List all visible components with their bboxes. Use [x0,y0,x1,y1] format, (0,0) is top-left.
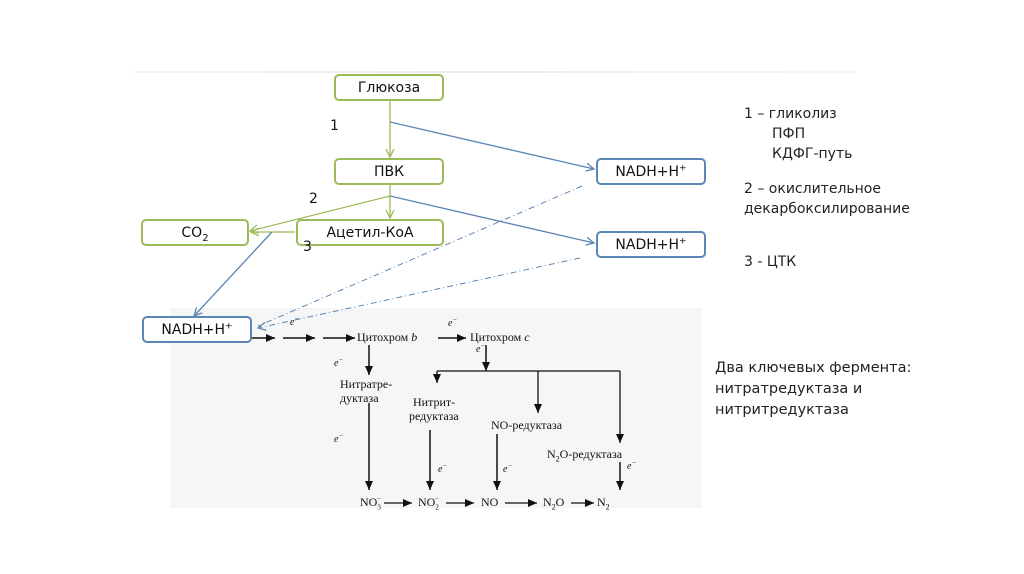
electron-label-4: e− [334,355,344,369]
nadh-3-sup: + [225,320,233,331]
n2o-reductase-post: O-редуктаза [559,447,623,461]
cytochrome-c-letter: c [524,330,530,344]
electron-label-6: e− [438,461,448,475]
node-acetyl-coa: Ацетил-КоА [296,219,444,246]
note-line-3: нитритредуктаза [715,402,849,418]
cytochrome-b-prefix: Цитохром [357,330,412,344]
node-nadh-2-label: NADH+H+ [615,235,687,253]
arrow-step3-nadh [194,231,273,316]
node-acetyl-coa-label: Ацетил-КоА [326,224,414,241]
legend-line-1: 1 – гликолиз [744,106,837,122]
step-number-1: 1 [330,118,339,134]
n2o-reductase: N2O-редуктаза [547,447,623,464]
cytochrome-c-prefix: Цитохром [470,330,525,344]
product-n2o: N2O [543,495,565,512]
electron-label-3: e− [476,341,486,355]
co2-sub: 2 [202,232,209,244]
legend-line-4: 2 – окислительное [744,181,881,197]
dashdot-nadh2-nadh3 [258,257,581,328]
node-glucose-label: Глюкоза [357,79,421,96]
nadh-2-sup: + [679,235,687,246]
dashdot-nadh1-nadh3 [257,185,583,327]
arrow-pvk-co2 [250,195,391,231]
node-pvk: ПВК [334,158,444,185]
nitrate-reductase: Нитратре- дуктаза [340,377,392,405]
cytochrome-c: Цитохром c [470,330,530,345]
node-nadh-2: NADH+H+ [596,231,706,258]
arrow-step2-nadh [389,195,594,243]
legend: 1 – гликолиз ПФП КДФГ-путь 2 – окислител… [744,104,910,272]
node-co2: CO2 [141,219,249,246]
nadh-3-main: NADH+H [161,321,226,338]
electron-label-2: e− [448,315,458,329]
enzyme-note: Два ключевых фермента: нитратредуктаза и… [715,358,911,421]
product-no3: NO3− [360,495,381,512]
product-no: NO [481,495,499,509]
nitrite-reductase-line-2: редуктаза [409,409,459,423]
note-line-1: Два ключевых фермента: [715,360,912,376]
arrow-step1-nadh [389,121,594,169]
product-no2: NO2− [418,495,439,512]
nitrate-reductase-line-1: Нитратре- [340,377,393,391]
nitrite-reductase: Нитрит- редуктаза [409,395,459,423]
legend-line-2: ПФП [772,126,806,142]
n2o-reductase-sub: 2 [555,454,560,464]
node-glucose: Глюкоза [334,74,444,101]
co2-main: CO [181,224,203,241]
electron-label-7: e− [503,461,513,475]
node-co2-label: CO2 [181,224,209,244]
denitrification-panel [170,308,702,508]
electron-label-5: e− [334,431,344,445]
node-nadh-1-label: NADH+H+ [615,162,687,180]
cytochrome-b-letter: b [411,330,418,344]
note-line-2: нитратредуктаза и [715,381,863,397]
cytochrome-b: Цитохром b [357,330,417,345]
legend-line-3: КДФГ-путь [772,146,853,162]
legend-line-6: 3 - ЦТК [744,254,797,270]
nadh-1-sup: + [679,162,687,173]
electron-label-8: e− [627,458,637,472]
node-pvk-label: ПВК [373,163,405,180]
product-n2: N2 [597,495,610,512]
node-nadh-1: NADH+H+ [596,158,706,185]
node-nadh-3-label: NADH+H+ [161,320,233,338]
nadh-1-main: NADH+H [615,163,680,180]
legend-line-5: декарбоксилирование [744,201,910,217]
step-number-3: 3 [303,239,312,255]
no-reductase: NO-редуктаза [491,418,563,432]
nitrite-reductase-line-1: Нитрит- [413,395,456,409]
nitrate-reductase-line-2: дуктаза [340,391,379,405]
step-number-2: 2 [309,191,318,207]
node-nadh-3: NADH+H+ [142,316,252,343]
n2o-reductase-pre: N [547,447,556,461]
nadh-2-main: NADH+H [615,236,680,253]
title-underline [135,71,855,73]
electron-label-1: e− [290,314,300,328]
